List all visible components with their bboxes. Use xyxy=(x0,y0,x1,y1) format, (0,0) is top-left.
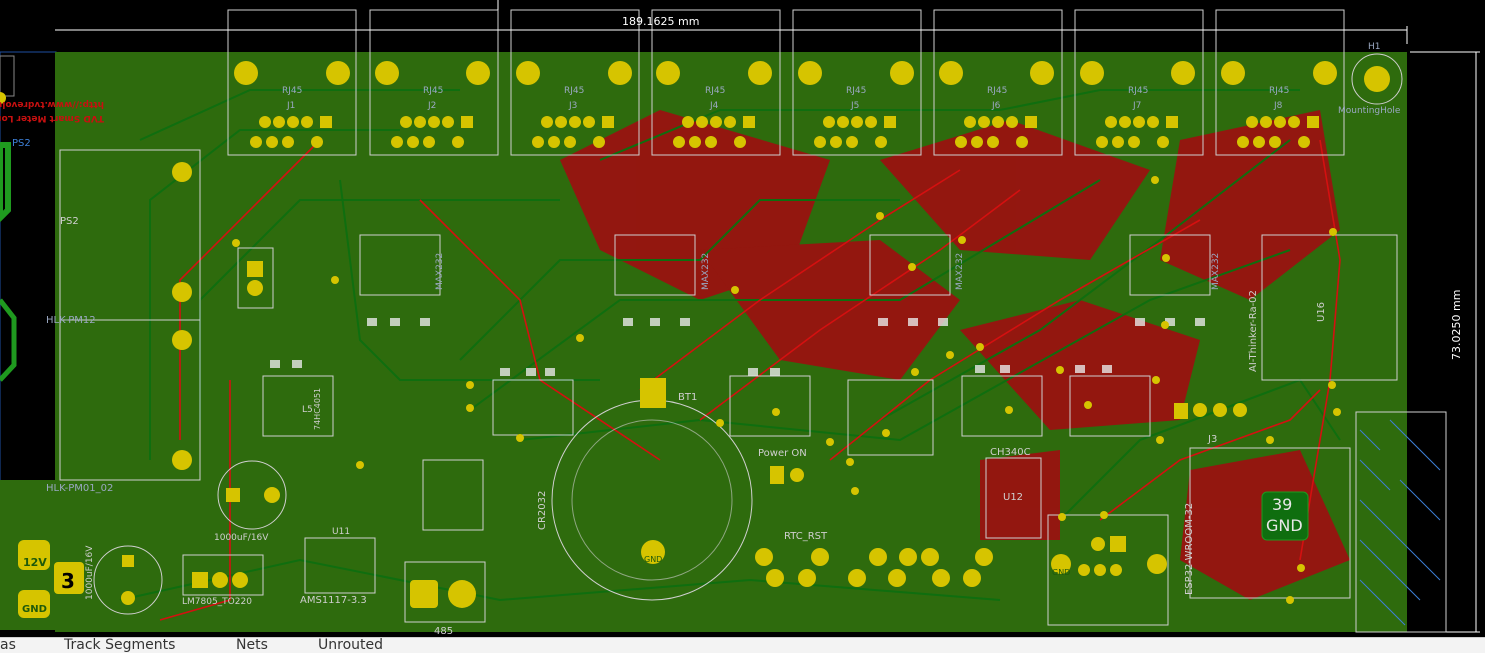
rj45-j6-ref: J6 xyxy=(991,101,1001,111)
rj45-j3-ref: J3 xyxy=(568,101,577,111)
lm7805-label: LM7805_TO220 xyxy=(182,597,252,607)
status-item-1: as xyxy=(0,637,16,653)
ps2-label: PS2 xyxy=(60,216,79,227)
rj45-j4-value: RJ45 xyxy=(705,86,725,96)
rj45-j2-value: RJ45 xyxy=(423,86,443,96)
rj45-j1[interactable] xyxy=(227,9,357,156)
rj45-j7[interactable] xyxy=(1074,9,1204,156)
left-module-outline xyxy=(0,51,57,483)
max232-b-label: MAX232 xyxy=(701,253,711,290)
ps2-label-ext: PS2 xyxy=(12,138,31,149)
rj45-j3[interactable] xyxy=(510,9,640,156)
rj45-j1-value: RJ45 xyxy=(282,86,302,96)
mounting-hole-ref: H1 xyxy=(1368,42,1381,52)
rj45-j5[interactable] xyxy=(792,9,922,156)
cr2032-label: CR2032 xyxy=(537,491,548,530)
left-module-tab xyxy=(0,55,15,97)
rj45-j6[interactable] xyxy=(933,9,1063,156)
rs485-label: 485 xyxy=(434,626,453,637)
l5-label: L5 xyxy=(302,405,313,415)
rj45-j3-value: RJ45 xyxy=(564,86,584,96)
max232-d-label: MAX232 xyxy=(1211,253,1221,290)
rj45-j8[interactable] xyxy=(1215,9,1345,156)
j3-label: J3 xyxy=(1207,434,1217,445)
gnd-39-pad[interactable] xyxy=(1261,491,1309,541)
u16-label: U16 xyxy=(1316,302,1327,322)
hlk-pm12-label: HLK-PM12 xyxy=(46,315,96,326)
ch340c-label: CH340C xyxy=(990,447,1031,458)
smd-pads xyxy=(270,318,1205,376)
rj45-j4[interactable] xyxy=(651,9,781,156)
pad-gnd-bt-label: GND xyxy=(644,555,662,564)
pad-12v-label: 12V xyxy=(23,556,47,569)
power-on-label: Power ON xyxy=(758,448,807,459)
left-green-arc xyxy=(0,142,11,223)
component-outlines xyxy=(59,149,1447,633)
max232-a-label: MAX232 xyxy=(435,253,445,290)
gnd-39-text: GND xyxy=(1266,516,1303,535)
left-green-hex xyxy=(0,298,17,382)
rj45-j5-value: RJ45 xyxy=(846,86,866,96)
gnd-39-number: 39 xyxy=(1272,495,1292,514)
rj45-j8-value: RJ45 xyxy=(1269,86,1289,96)
mounting-hole-h1[interactable] xyxy=(1351,53,1403,105)
rj45-j1-ref: J1 xyxy=(286,101,295,111)
bottom-header-pads xyxy=(755,403,1247,587)
rs485-connector[interactable] xyxy=(410,580,476,608)
hlk-pads xyxy=(172,162,263,470)
back-copper-tracks xyxy=(119,89,1341,602)
rj45-j5-ref: J5 xyxy=(850,101,859,111)
rj45-j2-ref: J2 xyxy=(427,101,436,111)
hlk-pm01-label: HLK-PM01_02 xyxy=(46,483,113,494)
power-input-pads[interactable] xyxy=(18,540,84,618)
u12-label: U12 xyxy=(1003,492,1023,503)
u11-label: U11 xyxy=(332,527,350,537)
status-item-track-segments: Track Segments xyxy=(64,637,176,653)
rj45-j6-value: RJ45 xyxy=(987,86,1007,96)
rj45-j4-ref: J4 xyxy=(709,101,719,111)
rj45-row xyxy=(227,9,1345,156)
max232-c-label: MAX232 xyxy=(955,253,965,290)
rj45-pins xyxy=(250,116,1319,148)
rj45-j8-ref: J8 xyxy=(1273,101,1283,111)
vias xyxy=(232,176,1341,604)
board-title-line2: http://www.tvdrevolutionsolutions.in xyxy=(0,99,104,109)
esp32-label: ESP32-WROOM-32 xyxy=(1184,503,1195,595)
pcb-labels: 189.1625 mm 73.0250 mm TVD Smart Meter L… xyxy=(0,15,1463,637)
status-item-unrouted: Unrouted xyxy=(318,637,383,653)
rj45-j7-ref: J7 xyxy=(1132,101,1141,111)
l5-value-label: 74HC4051 xyxy=(313,388,322,430)
width-dimension-label: 189.1625 mm xyxy=(622,15,699,28)
cap-1000uf-b-label: 1000uF/16V xyxy=(85,545,95,600)
status-item-nets: Nets xyxy=(236,637,268,653)
left-pad xyxy=(0,92,6,104)
cr2032-battery[interactable] xyxy=(551,378,753,601)
ams1117-label: AMS1117-3.3 xyxy=(300,595,367,606)
ai-thinker-label: AI-Thinker-Ra-02 xyxy=(1248,290,1259,372)
pad-gnd-sw-label: GND xyxy=(1052,568,1070,577)
pad-big-3-label: 3 xyxy=(61,569,75,593)
edge-connector-hatch xyxy=(1359,419,1441,626)
bt1-label: BT1 xyxy=(678,392,697,403)
cap-1000uf-label: 1000uF/16V xyxy=(214,533,269,543)
rj45-j7-value: RJ45 xyxy=(1128,86,1148,96)
rj45-j2[interactable] xyxy=(369,9,499,156)
lm7805-pads xyxy=(192,572,248,588)
pad-gnd-label: GND xyxy=(22,604,47,615)
mounting-hole-value: MountingHole xyxy=(1338,106,1401,116)
capacitor-1000uf xyxy=(93,460,287,615)
status-bar: as Track Segments Nets Unrouted xyxy=(0,637,1485,653)
height-dimension-label: 73.0250 mm xyxy=(1450,290,1463,360)
board-title-line1: TVD Smart Meter Lora Node V2.0 xyxy=(0,113,104,123)
rtc-rst-label: RTC_RST xyxy=(784,531,828,542)
